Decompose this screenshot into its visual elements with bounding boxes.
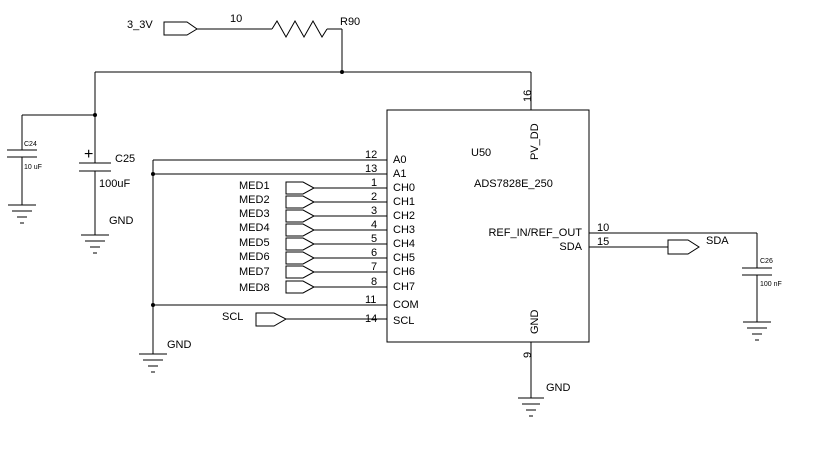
med-port-arrow[interactable]	[285, 237, 316, 251]
pin-name: COM	[393, 299, 419, 311]
c25-ref: C25	[115, 153, 135, 165]
pin-num: 14	[365, 313, 377, 325]
junction-dot	[151, 172, 155, 176]
pin-bottom-num: 9	[522, 352, 534, 358]
pin-num: 7	[371, 261, 377, 273]
resistor-value: 10	[230, 13, 242, 25]
pin-name: CH1	[393, 196, 415, 208]
junction-dot	[340, 70, 344, 74]
pin-name: CH2	[393, 210, 415, 222]
med-port-label: MED8	[239, 282, 270, 294]
pin-name: CH6	[393, 266, 415, 278]
pin-num: 1	[371, 177, 377, 189]
pin-num: 15	[597, 236, 609, 248]
med-port-group: MED1 MED2 MED3 MED4 MED5 MED6 MED7 MED8	[239, 180, 316, 294]
pin-name: A0	[393, 154, 406, 166]
pin-top-name: PV_DD	[529, 123, 541, 160]
ic-ref: U50	[471, 147, 491, 159]
pin-name: CH3	[393, 224, 415, 236]
med-port-label: MED4	[239, 222, 270, 234]
gnd-label: GND	[167, 339, 192, 351]
pin-num: 10	[597, 222, 609, 234]
pin-num: 12	[365, 149, 377, 161]
gnd-label: GND	[109, 215, 134, 227]
med-port-arrow[interactable]	[285, 209, 316, 223]
power-port-label: 3_3V	[127, 19, 153, 31]
pin-name: SDA	[559, 241, 582, 253]
c24-value: 10 uF	[24, 164, 42, 171]
pin-bottom-name: GND	[529, 310, 541, 335]
scl-port-label: SCL	[222, 311, 243, 323]
pin-num: 4	[371, 219, 377, 231]
junction-dot	[93, 113, 97, 117]
scl-port-arrow[interactable]	[255, 312, 288, 327]
pin-name: CH7	[393, 281, 415, 293]
pin-name: REF_IN/REF_OUT	[488, 227, 582, 239]
ground-symbol	[81, 234, 109, 254]
med-port-arrow[interactable]	[285, 280, 316, 294]
resistor-symbol[interactable]	[271, 19, 328, 39]
med-port-arrow[interactable]	[285, 251, 316, 265]
ic-part: ADS7828E_250	[474, 178, 553, 190]
med-port-label: MED3	[239, 208, 270, 220]
c26-value: 100 nF	[760, 281, 782, 288]
pin-top-num: 16	[522, 90, 534, 102]
resistor-ref: R90	[340, 16, 360, 28]
pin-num: 11	[365, 294, 376, 306]
pin-num: 3	[371, 205, 377, 217]
med-port-label: MED7	[239, 266, 270, 278]
ground-symbol	[518, 397, 544, 417]
med-port-label: MED2	[239, 194, 270, 206]
med-port-arrow[interactable]	[285, 195, 316, 209]
sda-port-arrow[interactable]	[667, 239, 700, 255]
pin-name: CH4	[393, 238, 415, 250]
pin-name: SCL	[393, 315, 414, 327]
med-port-arrow[interactable]	[285, 181, 316, 195]
polarity-plus-icon: +	[84, 146, 93, 163]
med-port-arrow[interactable]	[285, 265, 316, 279]
c24-ref: C24	[24, 141, 37, 148]
power-port-arrow[interactable]	[163, 21, 198, 36]
med-port-arrow[interactable]	[285, 223, 316, 237]
ground-symbol	[743, 321, 771, 341]
ic-u50-body[interactable]	[386, 109, 590, 343]
pin-name: CH0	[393, 182, 415, 194]
ground-symbol	[139, 353, 167, 373]
c26-ref: C26	[760, 258, 773, 265]
pin-num: 8	[371, 276, 377, 288]
pin-name: A1	[393, 168, 406, 180]
ground-symbol	[8, 204, 36, 224]
left-pin-group: 12 A0 13 A1 1 CH0 2 CH1 3 CH2 4 CH3 5 CH…	[153, 149, 419, 327]
pin-num: 2	[371, 191, 377, 203]
gnd-label: GND	[546, 382, 571, 394]
junction-dot	[151, 303, 155, 307]
pin-num: 5	[371, 233, 377, 245]
med-port-label: MED1	[239, 180, 270, 192]
med-port-label: MED6	[239, 251, 270, 263]
pin-num: 13	[365, 163, 377, 175]
pin-name: CH5	[393, 252, 415, 264]
c25-value: 100uF	[99, 178, 130, 190]
pin-num: 6	[371, 247, 377, 259]
sda-port-label: SDA	[706, 235, 729, 247]
med-port-label: MED5	[239, 237, 270, 249]
